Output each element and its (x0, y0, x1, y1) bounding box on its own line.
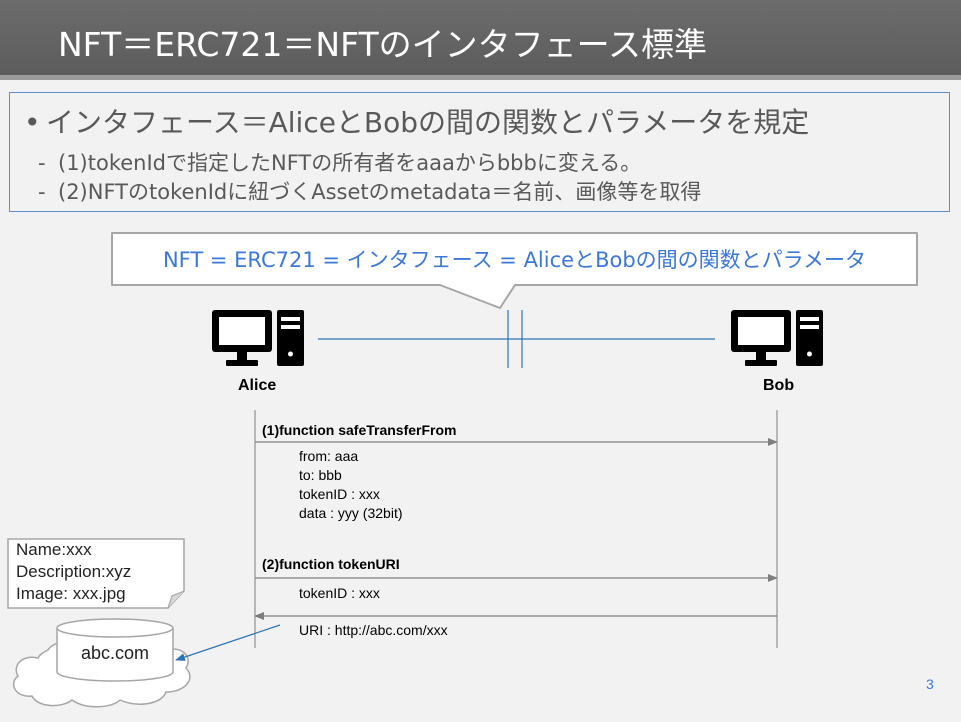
metadata-note-line: Name:xxx (16, 540, 92, 559)
metadata-note-line: Description:xyz (16, 562, 132, 581)
bullet-sub-1-text: (1)tokenIdで指定したNFTの所有者をaaaからbbbに変える。 (58, 151, 642, 175)
call1-param: from: aaa (299, 448, 359, 464)
alice-computer-icon (212, 310, 304, 366)
dash-icon: - (38, 151, 46, 175)
metadata-note-line: Image: xxx.jpg (16, 584, 126, 603)
callout-bubble (111, 232, 918, 309)
bob-computer-icon (731, 310, 823, 366)
bullet-sub-1: -(1)tokenIdで指定したNFTの所有者をaaaからbbbに変える。 (38, 147, 641, 177)
database-icon (56, 618, 174, 682)
call2-param: tokenID : xxx (299, 585, 380, 601)
call1-param: data : yyy (32bit) (299, 505, 403, 521)
bullet-box: •インタフェース＝AliceとBobの間の関数とパラメータを規定 -(1)tok… (9, 92, 950, 212)
note-fold (167, 590, 185, 609)
call1-param: to: bbb (299, 467, 342, 483)
bullet-main-text: インタフェース＝AliceとBobの間の関数とパラメータを規定 (46, 106, 810, 139)
bob-label: Bob (763, 377, 795, 394)
call1-title: (1)function safeTransferFrom (262, 422, 457, 438)
call1-param: tokenID : xxx (299, 486, 380, 502)
title-separator (0, 75, 961, 80)
server-label: abc.com (80, 643, 150, 663)
page-number: 3 (926, 676, 934, 692)
title-bar: NFT＝ERC721＝NFTのインタフェース標準 (0, 0, 961, 80)
call2-title: (2)function tokenURI (262, 556, 400, 572)
callout-text: NFT = ERC721 = インタフェース = AliceとBobの間の関数と… (162, 248, 867, 272)
network-line (318, 310, 715, 368)
bullet-main: •インタフェース＝AliceとBobの間の関数とパラメータを規定 (24, 101, 809, 141)
bullet-sub-2: -(2)NFTのtokenIdに紐づくAssetのmetadata＝名前、画像等… (38, 176, 701, 206)
call2-response: URI : http://abc.com/xxx (299, 622, 448, 638)
dash-icon: - (38, 180, 46, 204)
bullet-dot-icon: • (24, 106, 41, 139)
slide-title: NFT＝ERC721＝NFTのインタフェース標準 (58, 25, 708, 64)
uri-link-arrow (175, 624, 281, 661)
alice-label: Alice (238, 377, 277, 394)
bullet-sub-2-text: (2)NFTのtokenIdに紐づくAssetのmetadata＝名前、画像等を… (58, 180, 702, 204)
